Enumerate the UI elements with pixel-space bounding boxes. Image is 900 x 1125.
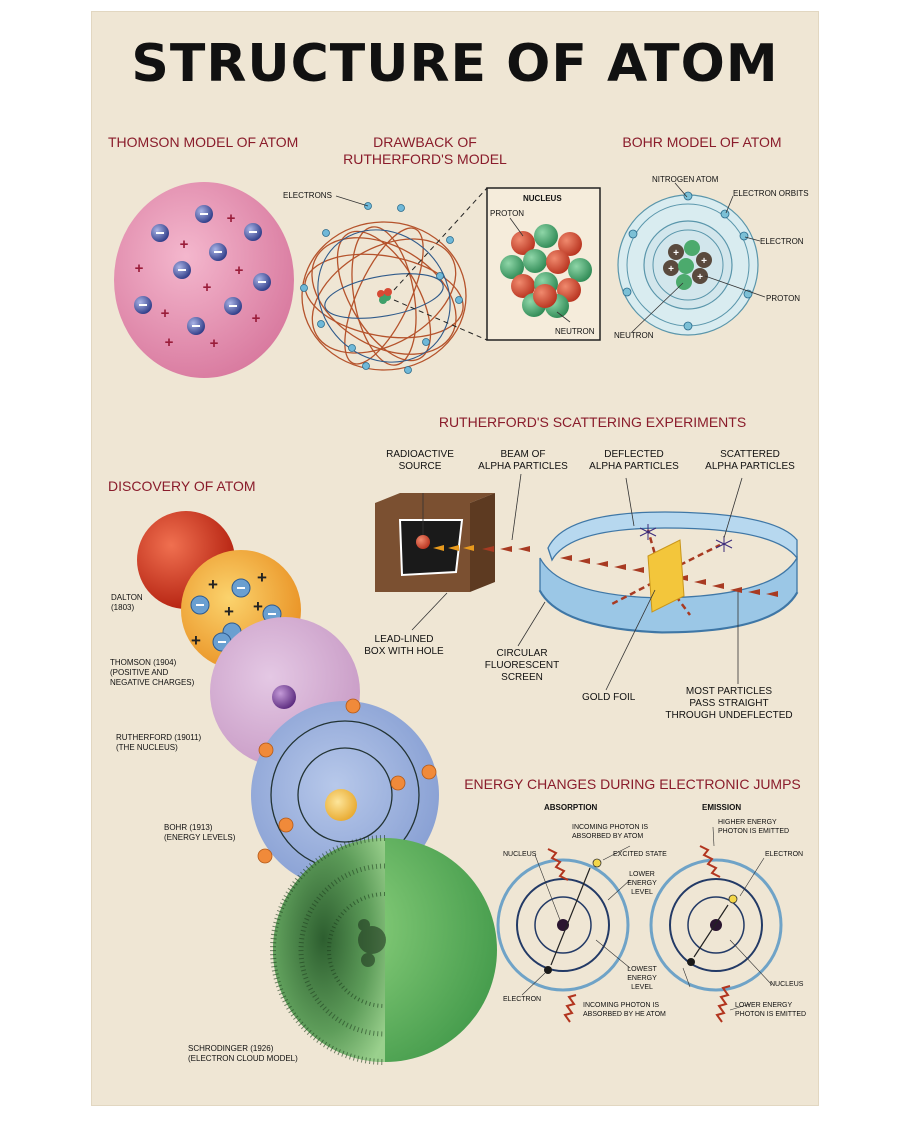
lead-box-label: LEAD-LINED BOX WITH HOLE [364,634,444,657]
svg-text:+: + [165,334,174,351]
lower-energy-photon-label: LOWER ENERGY PHOTON IS EMITTED [735,1002,807,1018]
svg-text:+: + [252,310,261,327]
page-title: STRUCTURE OF ATOM [131,34,779,94]
thomson-model-heading: THOMSON MODEL OF ATOM [108,134,299,150]
bohr-model-heading: BOHR MODEL OF ATOM [622,134,782,150]
svg-text:+: + [697,272,703,283]
svg-text:+: + [191,631,201,650]
nitrogen-atom-label: NITROGEN ATOM [652,175,719,184]
alpha-beam-label: BEAM OF ALPHA PARTICLES [478,449,568,472]
thomson-plum-pudding-diagram: + + + + + + + + + [114,182,294,378]
emission-label: EMISSION [702,803,742,812]
svg-text:+: + [257,568,267,587]
incoming-photon-he-label: INCOMING PHOTON IS ABSORBED BY HE ATOM [583,1002,666,1018]
discovery-heading: DISCOVERY OF ATOM [108,478,256,494]
svg-text:+: + [673,248,679,259]
undeflected-particles-label: MOST PARTICLES PASS STRAIGHT THROUGH UND… [665,686,793,721]
bohr-label: BOHR (1913) (ENERGY LEVELS) [164,823,236,842]
deflected-particles-label: DEFLECTED ALPHA PARTICLES [589,449,679,472]
incoming-photon-absorbed-label: INCOMING PHOTON IS ABSORBED BY ATOM [572,824,649,840]
nucleus-label: NUCLEUS [523,194,562,203]
radioactive-source-label: RADIOACTIVE SOURCE [386,449,454,472]
svg-text:+: + [227,210,236,227]
dalton-label: DALTON (1803) [111,593,143,612]
drawback-heading: DRAWBACK OF RUTHERFORD'S MODEL [343,134,507,167]
proton-label: PROTON [490,209,525,218]
electron-label: ELECTRON [760,237,804,246]
energy-heading: ENERGY CHANGES DURING ELECTRONIC JUMPS [464,776,801,792]
excited-state-label: EXCITED STATE [613,851,667,858]
nucleus-closeup-diagram [500,217,592,323]
electron-absorption-label: ELECTRON [503,996,542,1003]
thomson-label: THOMSON (1904) (POSITIVE AND NEGATIVE CH… [110,658,195,687]
gold-foil-label: GOLD FOIL [582,692,636,703]
svg-text:+: + [668,264,674,275]
higher-energy-photon-label: HIGHER ENERGY PHOTON IS EMITTED [718,819,790,835]
electron-orbits-label: ELECTRON ORBITS [733,189,809,198]
svg-text:+: + [203,279,212,296]
svg-text:+: + [180,236,189,253]
svg-text:+: + [208,575,218,594]
svg-text:+: + [235,262,244,279]
svg-text:+: + [161,305,170,322]
svg-text:+: + [701,256,707,267]
schrodinger-label: SCHRODINGER (1926) (ELECTRON CLOUD MODEL… [188,1044,298,1063]
proton-label-bohr: PROTON [766,294,801,303]
electron-cloud-dots [358,919,386,967]
neutron-label: NEUTRON [555,327,595,336]
nucleus-emission-label: NUCLEUS [770,981,804,988]
emission-diagram [649,826,783,1023]
neutron-label-bohr: NEUTRON [614,331,654,340]
scattered-particles-label: SCATTERED ALPHA PARTICLES [705,449,795,472]
absorption-label: ABSORPTION [544,803,598,812]
discovery-models-diagram: ++++++ [137,511,497,1065]
svg-text:+: + [224,602,234,621]
svg-text:+: + [253,597,263,616]
absorption-diagram [496,845,631,1023]
svg-text:+: + [135,260,144,277]
lowest-energy-level-label: LOWEST ENERGY LEVEL [627,966,657,991]
bohr-nitrogen-diagram: + + + + [617,182,766,336]
electrons-label: ELECTRONS [283,191,332,200]
svg-text:+: + [210,335,219,352]
rutherford-label: RUTHERFORD (19011) (THE NUCLEUS) [116,733,202,752]
fluorescent-screen-label: CIRCULAR FLUORESCENT SCREEN [484,648,560,683]
electron-emission-label: ELECTRON [765,851,804,858]
scattering-heading: RUTHERFORD'S SCATTERING EXPERIMENTS [438,414,747,430]
nucleus-absorption-label: NUCLEUS [503,851,537,858]
lower-energy-level-label: LOWER ENERGY LEVEL [627,871,657,896]
scattering-apparatus-diagram [375,473,799,691]
